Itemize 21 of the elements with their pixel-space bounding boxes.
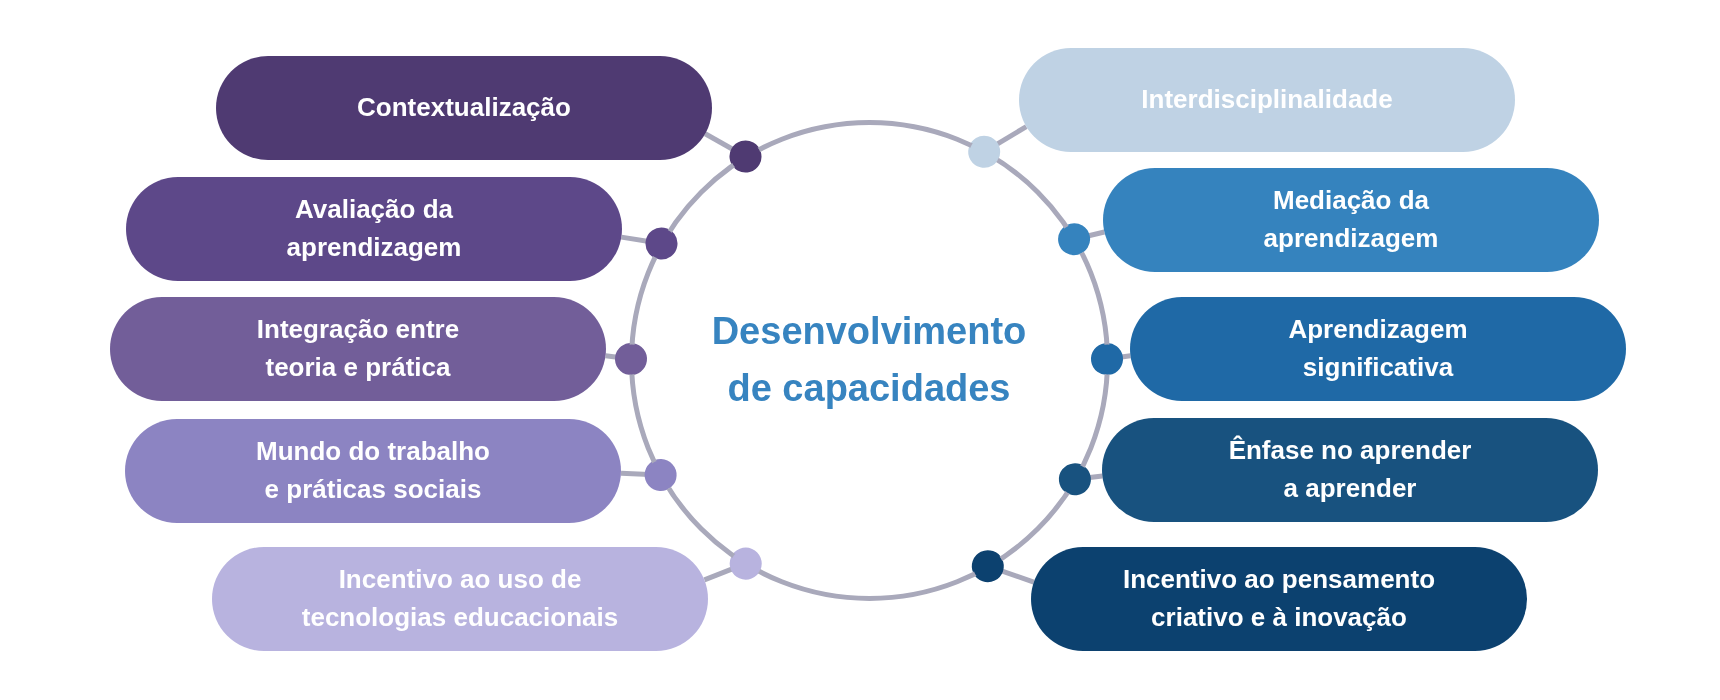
topic-label: Incentivo ao uso de tecnologias educacionais <box>301 563 619 634</box>
topic-label: Mediação da aprendizagem <box>1263 184 1439 255</box>
topic-label: Contextualização <box>356 91 572 125</box>
connector-line <box>703 547 762 583</box>
connector-line <box>605 343 647 375</box>
topic-label: Ênfase no aprender a aprender <box>1228 434 1472 505</box>
connector-line <box>620 459 677 491</box>
topic-label: Incentivo ao pensamento criativo e à inovação <box>1122 563 1436 634</box>
connector-line <box>621 227 678 260</box>
topic-label: Mundo do trabalho e práticas sociais <box>255 435 491 506</box>
topic-label: Interdisciplinalidade <box>1140 83 1394 117</box>
connector-line <box>1058 223 1105 256</box>
hub-circle <box>628 119 1110 601</box>
topic-pill <box>1102 418 1598 522</box>
topic-label: Aprendizagem significativa <box>1287 313 1469 384</box>
connector-line <box>1091 343 1131 375</box>
topic-label: Integração entre teoria e prática <box>256 313 460 384</box>
connector-line <box>1058 463 1103 496</box>
topic-label: Avaliação da aprendizagem <box>286 193 462 264</box>
topic-pill <box>1019 48 1515 152</box>
hub-title: Desenvolvimento de capacidades <box>711 309 1027 411</box>
